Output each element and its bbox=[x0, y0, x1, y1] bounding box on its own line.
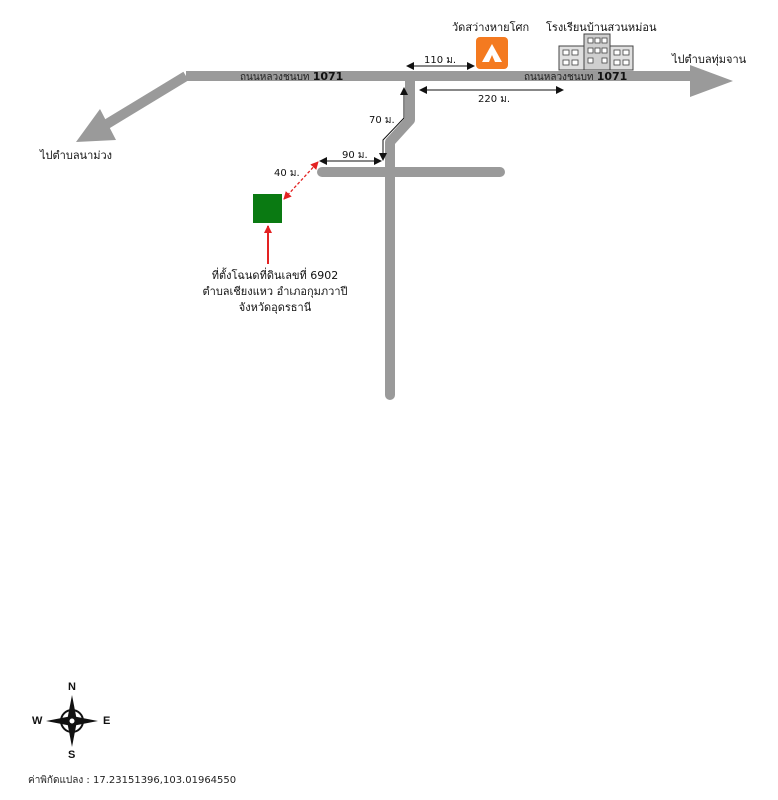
main-road-1071 bbox=[76, 65, 733, 142]
main-road-label-left: ถนนหลวงชนบท 1071 bbox=[240, 70, 343, 85]
destination-right: ไปตำบลทุ่มจาน bbox=[672, 53, 747, 66]
destination-left: ไปตำบลนาม่วง bbox=[40, 149, 113, 162]
distance-70-arrow bbox=[379, 87, 408, 161]
land-plot-marker bbox=[253, 194, 282, 223]
road-number-text: 1071 bbox=[596, 70, 628, 83]
site-line-2: ตำบลเชียงแหว อำเภอกุมภวาปี bbox=[202, 285, 348, 298]
distance-110-label: 110 ม. bbox=[424, 55, 457, 66]
coordinates-readout: ค่าพิกัดแปลง : 17.23151396,103.01964550 bbox=[28, 773, 236, 788]
coordinates-label: ค่าพิกัดแปลง : bbox=[28, 775, 93, 786]
school-building-icon bbox=[558, 33, 634, 71]
right-road-arrowhead bbox=[690, 65, 733, 97]
site-line-1: ที่ตั้งโฉนดที่ดินเลขที่ 6902 bbox=[211, 269, 339, 282]
distance-90-label: 90 ม. bbox=[342, 150, 368, 161]
school-label: โรงเรียนบ้านสวนหม่อน bbox=[546, 21, 657, 34]
temple-triangle-icon bbox=[476, 37, 508, 69]
distance-40-arrow bbox=[283, 161, 319, 200]
side-road bbox=[317, 75, 505, 400]
distance-70-label: 70 ม. bbox=[369, 115, 395, 126]
temple-label: วัดสว่างหายโศก bbox=[452, 21, 530, 34]
road-number-text: 1071 bbox=[312, 70, 344, 83]
compass-south-label: S bbox=[68, 749, 76, 761]
distance-40-label: 40 ม. bbox=[274, 168, 300, 179]
road-name-text: ถนนหลวงชนบท bbox=[240, 72, 310, 83]
left-road-arrowhead bbox=[76, 109, 116, 142]
site-description: ที่ตั้งโฉนดที่ดินเลขที่ 6902 ตำบลเชียงแห… bbox=[180, 268, 370, 316]
compass-north-label: N bbox=[68, 681, 76, 693]
distance-220-label: 220 ม. bbox=[478, 94, 511, 105]
coordinates-value: 17.23151396,103.01964550 bbox=[92, 775, 237, 786]
compass-east-label: E bbox=[103, 715, 111, 727]
road-name-text: ถนนหลวงชนบท bbox=[524, 72, 594, 83]
compass-west-label: W bbox=[32, 715, 43, 727]
compass-rose-icon bbox=[46, 695, 98, 747]
site-line-3: จังหวัดอุดรธานี bbox=[238, 301, 312, 314]
main-road-label-right: ถนนหลวงชนบท 1071 bbox=[524, 70, 627, 85]
